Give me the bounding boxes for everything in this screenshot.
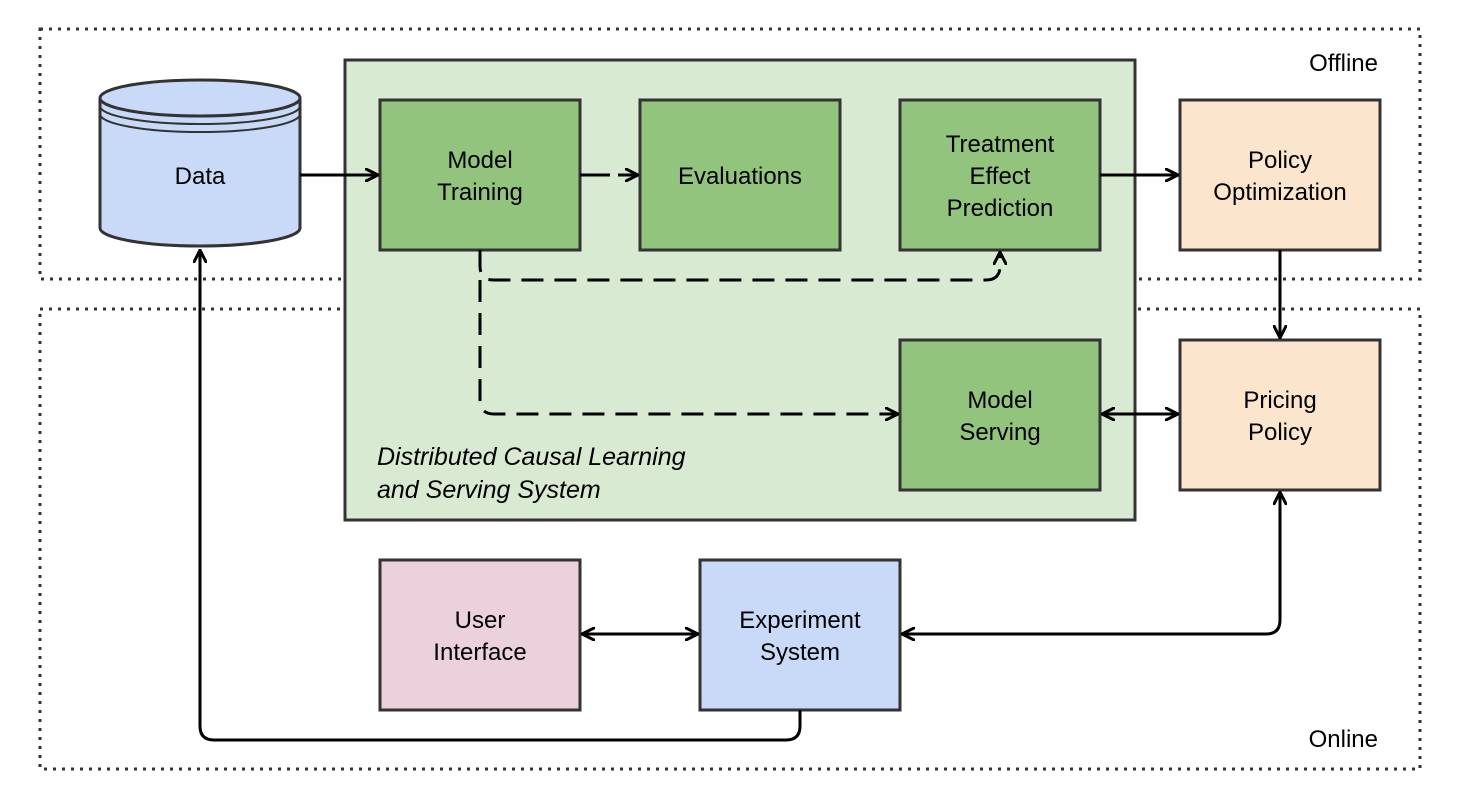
online-zone-label: Online (1309, 726, 1378, 753)
data-store: Data (98, 78, 302, 248)
node-label-line: Policy (1248, 147, 1312, 174)
node-label-line: Prediction (947, 195, 1054, 222)
evaluations-label: Evaluations (678, 163, 802, 190)
model-training-node (378, 98, 582, 252)
node-label-line: Policy (1248, 419, 1312, 446)
evaluations-node (638, 98, 842, 252)
edge-training-to-prediction (478, 250, 1000, 282)
node-label-line: Interface (433, 639, 526, 666)
node-label-line: Optimization (1213, 179, 1346, 206)
node-label-line: System (760, 639, 840, 666)
edge-experiment-pricing (902, 492, 1280, 634)
data-label: Data (175, 163, 226, 190)
offline-zone-label: Offline (1309, 50, 1378, 77)
edge-training-to-serving (478, 280, 898, 414)
node-label-line: Training (437, 179, 523, 206)
node-label-line: Model (967, 387, 1032, 414)
online-zone (38, 307, 1422, 771)
edge-experiment-to-data (200, 250, 802, 742)
model-serving-node (898, 338, 1102, 492)
node-label-line: Pricing (1243, 387, 1316, 414)
node-label-line: Serving (959, 419, 1040, 446)
node-label-line: Model (447, 147, 512, 174)
offline-zone (38, 27, 1422, 281)
policy-optimization-node (1178, 98, 1382, 252)
experiment-system-node (698, 558, 902, 712)
user-interface-node (378, 558, 582, 712)
node-label-line: Effect (970, 163, 1031, 190)
distributed-system-label: Distributed Causal Learning and Serving … (377, 443, 692, 504)
pricing-policy-node (1178, 338, 1382, 492)
node-label-line: Data (175, 163, 226, 190)
node-label-line: Treatment (946, 131, 1055, 158)
node-label-line: Experiment (739, 607, 861, 634)
treatment-effect-prediction-node (898, 98, 1102, 252)
node-label-line: User (455, 607, 506, 634)
node-label-line: Evaluations (678, 163, 802, 190)
